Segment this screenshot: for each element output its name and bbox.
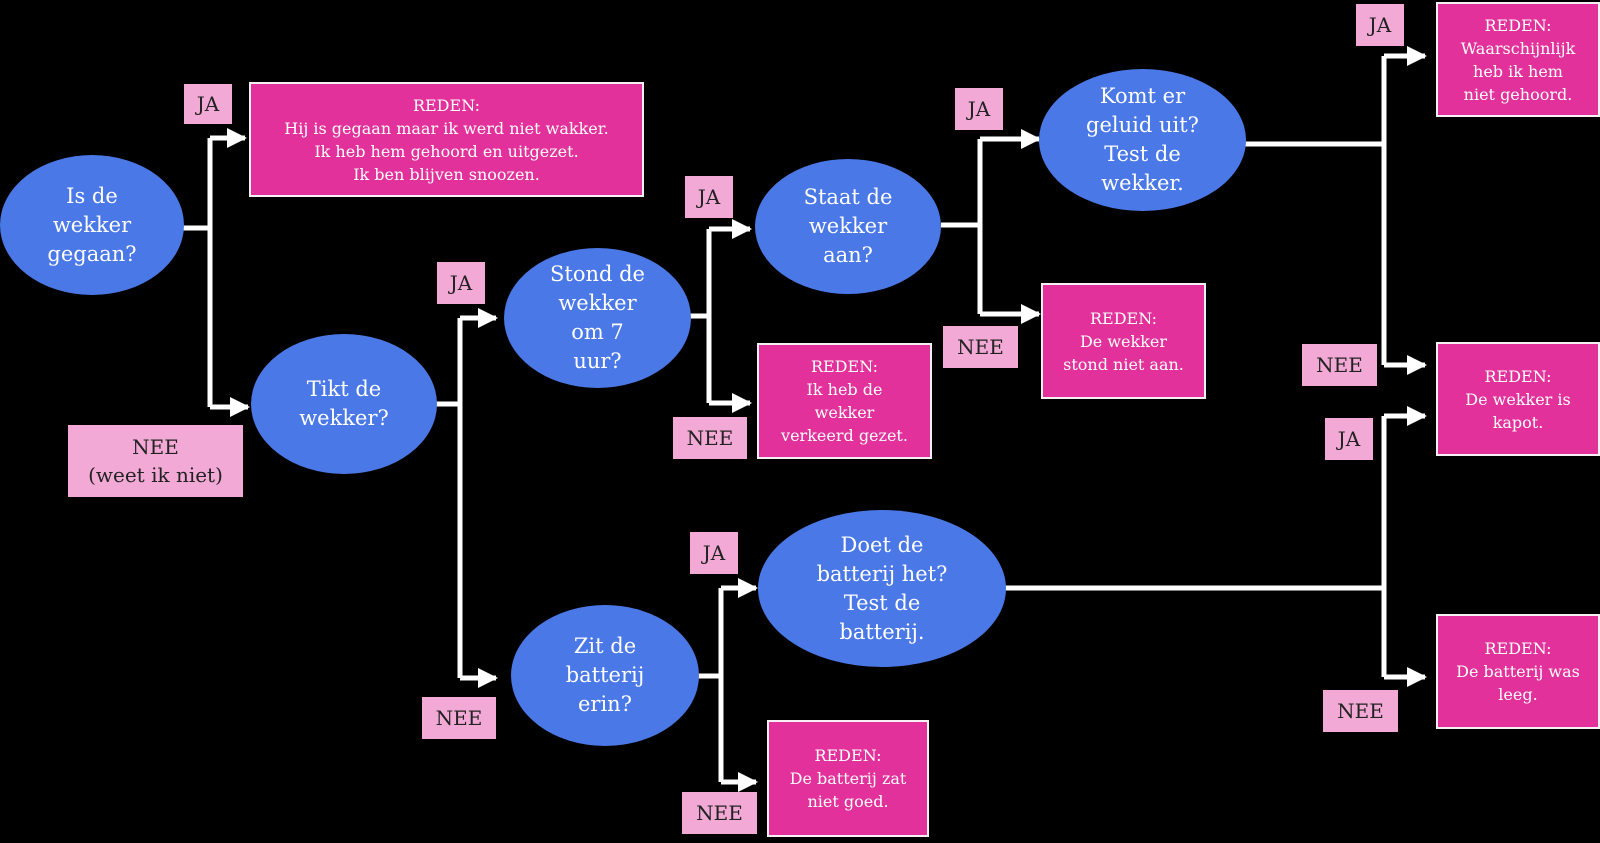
question-node-batterij-test: Doet de batterij het? Test de batterij.	[758, 510, 1006, 667]
question-node-batterij-erin: Zit de batterij erin?	[511, 605, 699, 746]
question-node-wekker-gegaan: Is de wekker gegaan?	[0, 155, 184, 295]
reason-box-verkeerd-gezet: REDEN: Ik heb de wekker verkeerd gezet.	[757, 343, 932, 459]
answer-label-nee: NEE	[422, 697, 496, 739]
answer-label-ja: JA	[184, 84, 232, 124]
reason-box-wekker-kapot: REDEN: De wekker is kapot.	[1436, 342, 1600, 456]
answer-label-nee: NEE	[682, 792, 757, 834]
answer-label-ja: JA	[437, 262, 485, 304]
answer-label-ja: JA	[690, 532, 738, 574]
reason-box-batterij-niet-goed: REDEN: De batterij zat niet goed.	[767, 720, 929, 837]
answer-label-ja: JA	[685, 176, 733, 218]
reason-box-niet-gehoord: REDEN: Waarschijnlijk heb ik hem niet ge…	[1436, 2, 1600, 117]
answer-label-nee-weet-ik-niet: NEE (weet ik niet)	[68, 425, 243, 497]
answer-label-nee: NEE	[1302, 344, 1377, 386]
reason-box-batterij-leeg: REDEN: De batterij was leeg.	[1436, 614, 1600, 729]
question-node-tikt-wekker: Tikt de wekker?	[251, 334, 437, 474]
reason-box-niet-wakker: REDEN: Hij is gegaan maar ik werd niet w…	[249, 82, 644, 197]
answer-label-ja: JA	[955, 88, 1003, 130]
answer-label-nee: NEE	[673, 417, 747, 459]
reason-box-niet-aan: REDEN: De wekker stond niet aan.	[1041, 283, 1206, 399]
answer-label-nee: NEE	[943, 326, 1018, 368]
question-node-staat-aan: Staat de wekker aan?	[755, 159, 941, 294]
answer-label-ja: JA	[1325, 418, 1373, 460]
question-node-geluid-test: Komt er geluid uit? Test de wekker.	[1039, 69, 1246, 211]
answer-label-nee: NEE	[1323, 690, 1398, 732]
question-node-stond-om-7: Stond de wekker om 7 uur?	[504, 248, 691, 388]
answer-label-ja: JA	[1356, 4, 1404, 46]
